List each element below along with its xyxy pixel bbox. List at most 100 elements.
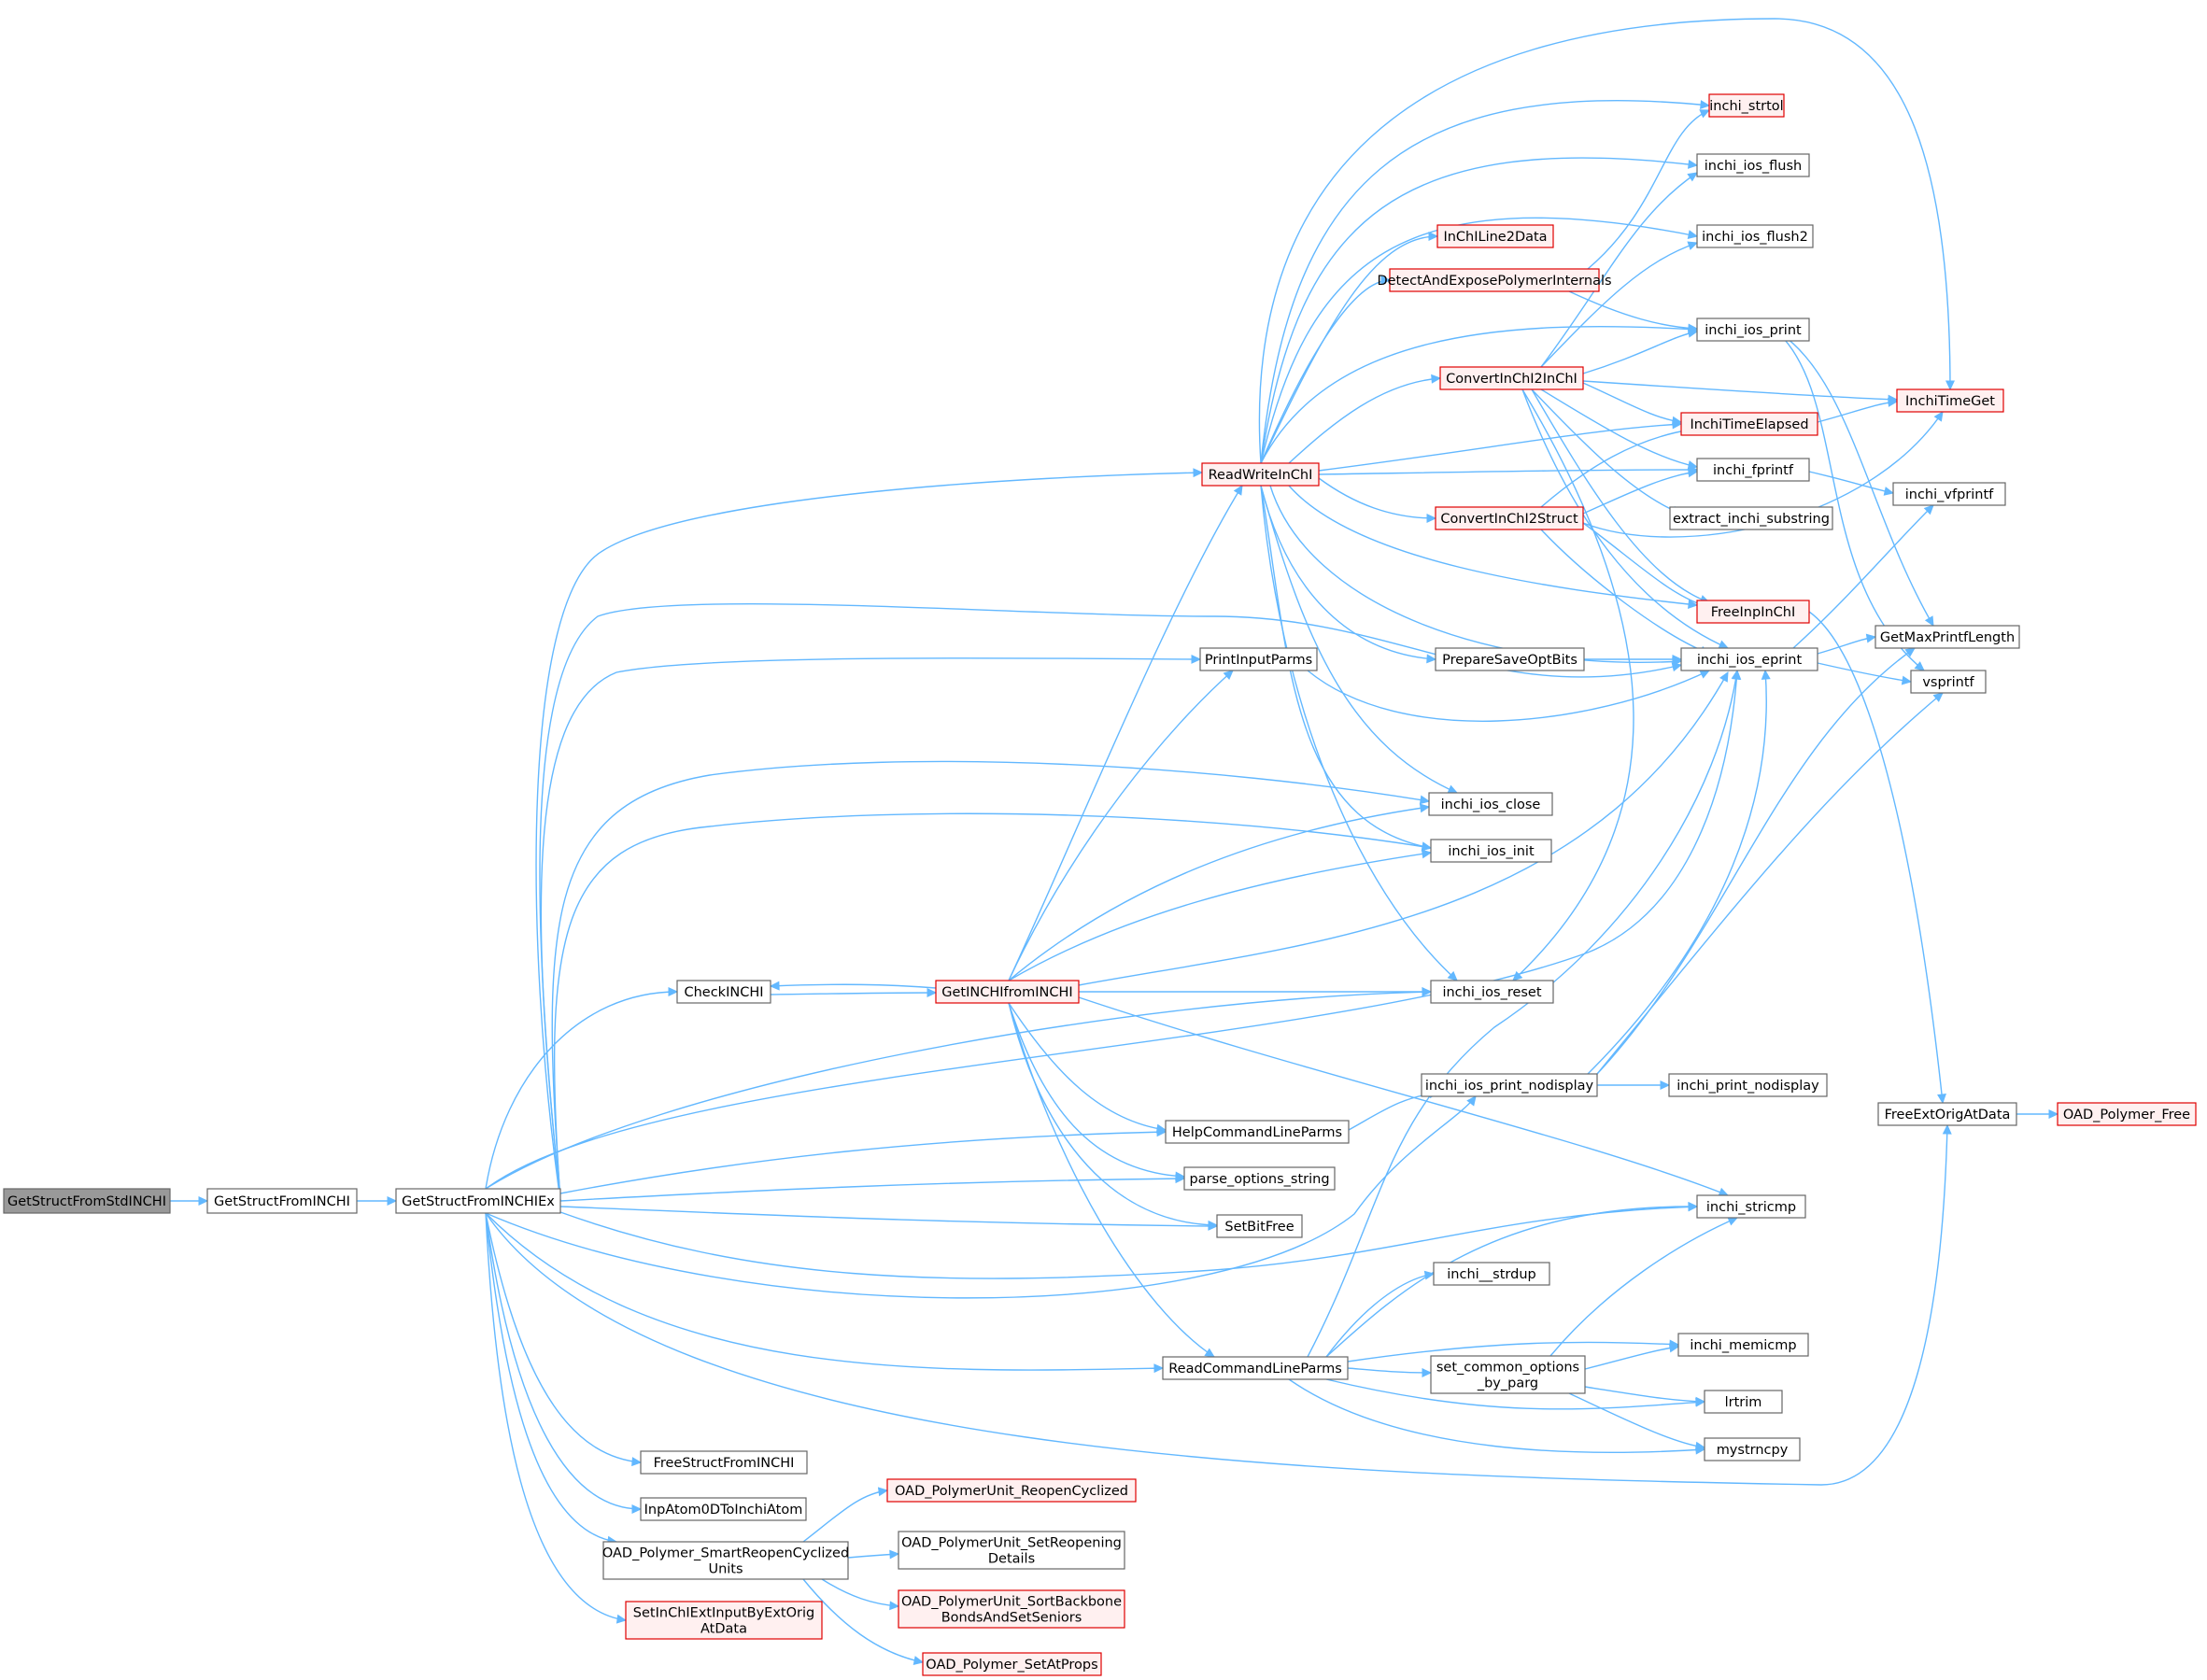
- edge-rwi-to-psob-arrowhead: [1426, 654, 1437, 664]
- edge-pnd-to-prnd-arrowhead: [1660, 1080, 1671, 1090]
- function-node-mystrncpy[interactable]: mystrncpy: [1704, 1437, 1801, 1461]
- edge-c2s-to-fprintf-arrowhead: [1687, 468, 1699, 478]
- edge-oadsr-to-oadreopen: [802, 1489, 888, 1543]
- function-node-label: ConvertInChI2Struct: [1440, 512, 1578, 527]
- function-node-init[interactable]: inchi_ios_init: [1430, 839, 1552, 863]
- function-node-lrtrim[interactable]: lrtrim: [1704, 1390, 1783, 1414]
- function-node-print[interactable]: inchi_ios_print: [1696, 318, 1810, 342]
- edge-gsfiex-to-sbf: [559, 1206, 1218, 1227]
- function-node-sbf[interactable]: SetBitFree: [1216, 1214, 1303, 1238]
- function-node-label: OAD_PolymerUnit_SetReopening: [901, 1536, 1122, 1551]
- function-node-eprint[interactable]: inchi_ios_eprint: [1680, 647, 1818, 671]
- function-node-memicmp[interactable]: inchi_memicmp: [1677, 1333, 1809, 1357]
- edge-gif-to-reset-arrowhead: [1422, 987, 1433, 996]
- function-node-extract[interactable]: extract_inchi_substring: [1669, 506, 1833, 530]
- function-node-gsfi[interactable]: GetStructFromINCHI: [206, 1188, 358, 1214]
- function-node-pib[interactable]: PrintInputParms: [1199, 647, 1318, 671]
- function-node-box: [1696, 458, 1810, 482]
- edge-rclp-to-scob: [1347, 1367, 1432, 1374]
- function-node-pos[interactable]: parse_options_string: [1183, 1166, 1336, 1191]
- edge-feoad-to-oadfree-arrowhead: [2048, 1109, 2059, 1119]
- function-node-oadreopen[interactable]: OAD_PolymerUnit_ReopenCyclized: [886, 1478, 1137, 1503]
- function-node-box: [1389, 268, 1600, 292]
- function-node-fsfi[interactable]: FreeStructFromINCHI: [640, 1450, 808, 1475]
- function-node-pnd[interactable]: inchi_ios_print_nodisplay: [1421, 1073, 1598, 1097]
- function-node-strtol[interactable]: inchi_strtol: [1708, 93, 1785, 118]
- function-node-gsfiex[interactable]: GetStructFromINCHIEx: [395, 1188, 561, 1214]
- function-node-rclp[interactable]: ReadCommandLineParms: [1162, 1356, 1349, 1380]
- edge-gif-to-sbf: [1008, 1002, 1218, 1226]
- function-node-check[interactable]: CheckINCHI: [676, 980, 771, 1004]
- edge-gif-to-pos-arrowhead: [1175, 1171, 1186, 1181]
- function-node-label: GetMaxPrintfLength: [1880, 630, 2015, 645]
- function-node-flush2[interactable]: inchi_ios_flush2: [1696, 224, 1814, 248]
- function-node-inp0d[interactable]: InpAtom0DToInchiAtom: [640, 1497, 807, 1521]
- edge-c2c-to-flush2: [1540, 242, 1698, 368]
- edge-gsfiex-to-eprint: [485, 670, 1738, 1190]
- edge-rwi-to-timeget: [1258, 18, 1951, 464]
- function-node-box: [1910, 670, 1987, 694]
- function-node-box: [898, 1589, 1125, 1629]
- function-node-box: [1439, 366, 1584, 390]
- function-node-label: inchi_ios_init: [1448, 844, 1535, 859]
- function-node-gif[interactable]: GetINCHIfromINCHI: [935, 980, 1080, 1004]
- function-node-gmpl[interactable]: GetMaxPrintfLength: [1875, 625, 2020, 649]
- function-node-box: [1216, 1214, 1303, 1238]
- function-node-box: [1183, 1166, 1336, 1191]
- edge-gsfiex-to-init: [553, 812, 1432, 1202]
- function-node-oadprops[interactable]: OAD_Polymer_SetAtProps: [922, 1652, 1102, 1676]
- function-node-fprintf[interactable]: inchi_fprintf: [1696, 458, 1810, 482]
- edge-check-to-gif: [770, 992, 937, 995]
- edge-oadsr-to-oadreopen-arrowhead: [877, 1487, 889, 1497]
- function-node-oadfree[interactable]: OAD_Polymer_Free: [2057, 1102, 2197, 1126]
- function-node-psob[interactable]: PrepareSaveOptBits: [1435, 647, 1585, 671]
- edge-gif-to-sbf-arrowhead: [1208, 1220, 1219, 1230]
- function-node-scob[interactable]: set_common_options_by_parg: [1430, 1355, 1586, 1394]
- function-node-vsprintf[interactable]: vsprintf: [1910, 670, 1987, 694]
- edge-oadsr-to-oadsetdet-arrowhead: [889, 1549, 900, 1560]
- function-node-timeget[interactable]: InchiTimeGet: [1896, 388, 2004, 413]
- function-node-box: [935, 980, 1080, 1004]
- edge-gsfiex-to-inp0d-arrowhead: [631, 1504, 643, 1514]
- edge-c2c-to-eprint-arrowhead: [1718, 640, 1730, 649]
- function-node-root[interactable]: GetStructFromStdINCHI: [3, 1188, 171, 1214]
- edge-gif-to-close-arrowhead: [1419, 803, 1431, 813]
- function-node-help[interactable]: HelpCommandLineParms: [1165, 1120, 1350, 1144]
- function-node-freeinp[interactable]: FreeInpInChI: [1696, 600, 1810, 624]
- edge-eprint-to-vfprintf: [1792, 504, 1934, 649]
- edge-rwi-to-flush: [1260, 157, 1698, 464]
- function-node-elapsed[interactable]: InchiTimeElapsed: [1680, 412, 1818, 436]
- function-node-prnd[interactable]: inchi_print_nodisplay: [1668, 1073, 1828, 1097]
- function-node-label: InChILine2Data: [1443, 230, 1547, 245]
- function-node-label: InchiTimeElapsed: [1690, 417, 1808, 432]
- function-node-reset[interactable]: inchi_ios_reset: [1430, 980, 1554, 1004]
- edge-scob-to-memicmp: [1584, 1346, 1679, 1370]
- function-node-oadsort[interactable]: OAD_PolymerUnit_SortBackboneBondsAndSetS…: [898, 1589, 1125, 1629]
- function-node-strdup[interactable]: inchi__strdup: [1433, 1262, 1550, 1286]
- function-node-detect[interactable]: DetectAndExposePolymerInternals: [1377, 268, 1612, 292]
- function-node-box: [602, 1541, 849, 1580]
- function-node-label: set_common_options: [1436, 1361, 1579, 1376]
- function-node-c2c[interactable]: ConvertInChI2InChI: [1439, 366, 1584, 390]
- edge-gsfiex-to-rclp: [485, 1212, 1164, 1371]
- edge-rclp-to-eprint: [1307, 670, 1738, 1358]
- function-node-rwi[interactable]: ReadWriteInChI: [1201, 462, 1320, 487]
- function-node-feoad[interactable]: FreeExtOrigAtData: [1877, 1102, 2017, 1126]
- function-node-c2s[interactable]: ConvertInChI2Struct: [1435, 506, 1584, 530]
- function-node-stricmp[interactable]: inchi_stricmp: [1696, 1194, 1806, 1219]
- function-node-close[interactable]: inchi_ios_close: [1428, 792, 1553, 816]
- function-node-box: [1430, 1355, 1586, 1394]
- function-node-vfprintf[interactable]: inchi_vfprintf: [1892, 482, 2006, 506]
- function-node-l2d[interactable]: InChILine2Data: [1436, 224, 1554, 248]
- edge-rwi-to-detect-arrowhead: [1380, 275, 1392, 285]
- function-node-flush[interactable]: inchi_ios_flush: [1696, 153, 1810, 177]
- edge-gif-to-rwi-arrowhead: [1233, 484, 1243, 496]
- function-node-label: inchi_strtol: [1709, 99, 1783, 114]
- edge-gif-to-rclp-arrowhead: [1204, 1348, 1215, 1358]
- edge-gif-to-pos: [1008, 1002, 1185, 1178]
- edge-gsfiex-to-feoad: [485, 1124, 1948, 1486]
